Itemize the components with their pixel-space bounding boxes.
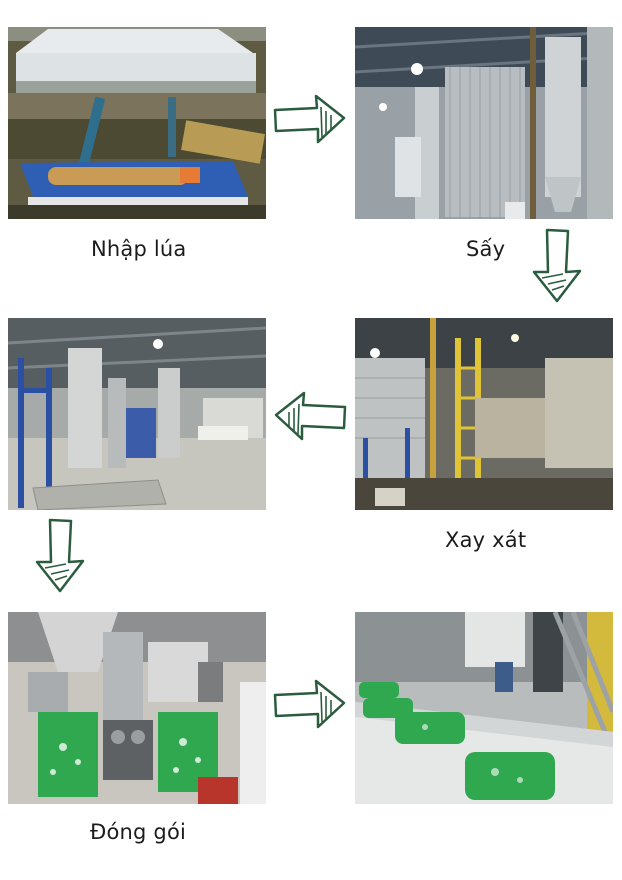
arrow-left-1 — [273, 390, 347, 442]
photo-rice-intake — [8, 27, 266, 219]
caption-drying: Sấy — [466, 237, 506, 261]
caption-milling: Xay xát — [445, 528, 527, 552]
photo-packed-bags — [355, 612, 613, 804]
photo-milling-machines — [355, 318, 613, 510]
arrow-down-1 — [530, 228, 584, 304]
photo-packing-machine — [8, 612, 266, 804]
arrow-down-2 — [33, 518, 87, 594]
photo-milling-hall — [8, 318, 266, 510]
arrow-right-1 — [273, 93, 347, 145]
arrow-right-2 — [273, 678, 347, 730]
caption-packing: Đóng gói — [90, 820, 187, 844]
photo-drying — [355, 27, 613, 219]
caption-intake: Nhập lúa — [91, 237, 187, 261]
